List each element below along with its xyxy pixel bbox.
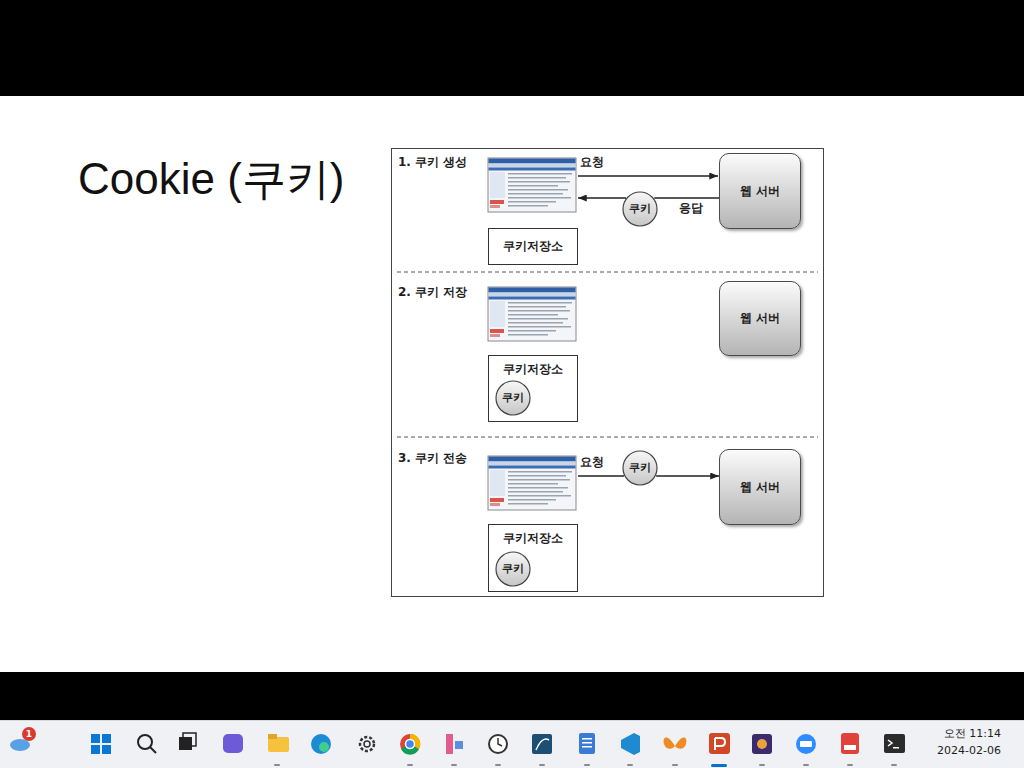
- browser-window: [488, 287, 576, 341]
- cookie-circle: 쿠키: [495, 551, 531, 587]
- cookie-circle: 쿠키: [495, 380, 531, 416]
- browser-window: [488, 456, 576, 510]
- circle-shape: [623, 192, 657, 226]
- request-arrow: [578, 175, 718, 176]
- slideshow-bar: [0, 672, 1024, 720]
- node-text: 웹 서버: [740, 184, 780, 198]
- taskbar: [0, 720, 1024, 768]
- clock-time: 오전 11:14: [944, 727, 1001, 740]
- browser-window: [488, 158, 576, 212]
- section-heading: 2. 쿠키 저장: [398, 285, 467, 299]
- connector-arrow: [656, 475, 719, 476]
- circle-shape: [623, 451, 657, 485]
- section-divider: [397, 272, 818, 273]
- active-indicator: [711, 764, 727, 767]
- cookie-store-box: 쿠키저장소: [488, 228, 578, 265]
- node-text: 쿠키저장소: [503, 362, 563, 376]
- node-text: 쿠키: [629, 461, 651, 474]
- cookie-circle: 쿠키: [622, 450, 658, 486]
- arrow-label: 요청: [580, 455, 604, 469]
- badge-count: 1: [22, 727, 36, 741]
- circle-shape: [496, 552, 530, 586]
- arrow-label: 요청: [580, 155, 604, 169]
- connector-arrow: [654, 197, 719, 198]
- diagram-frame: [392, 149, 824, 597]
- section-divider: [397, 437, 818, 438]
- node-text: 쿠키저장소: [503, 239, 563, 253]
- cookie-circle: 쿠키: [622, 191, 658, 227]
- clock-date: 2024-02-06: [937, 744, 1001, 757]
- web-server-box: 웹 서버: [719, 153, 801, 229]
- web-server-box: 웹 서버: [719, 281, 801, 356]
- edge-label: 응답: [678, 201, 704, 215]
- cookie-store-box: 쿠키저장소쿠키: [488, 355, 578, 422]
- section-heading: 1. 쿠키 생성: [398, 155, 467, 169]
- node-text: 쿠키저장소: [503, 531, 563, 545]
- node-text: 쿠키: [502, 391, 524, 404]
- node-text: 쿠키: [502, 562, 524, 575]
- node-text: 웹 서버: [740, 311, 780, 325]
- circle-shape: [496, 381, 530, 415]
- slideshow-bar: [0, 0, 1024, 96]
- request-line: [578, 475, 624, 476]
- node-text: 웹 서버: [740, 480, 780, 494]
- notification-badge: [22, 727, 36, 741]
- response-arrow: [578, 197, 626, 198]
- node-text: 쿠키: [629, 202, 651, 215]
- cookie-store-box: 쿠키저장소쿠키: [488, 524, 578, 592]
- slide-title: Cookie (쿠키): [78, 153, 345, 206]
- web-server-box: 웹 서버: [719, 449, 801, 525]
- section-heading: 3. 쿠키 전송: [398, 451, 467, 465]
